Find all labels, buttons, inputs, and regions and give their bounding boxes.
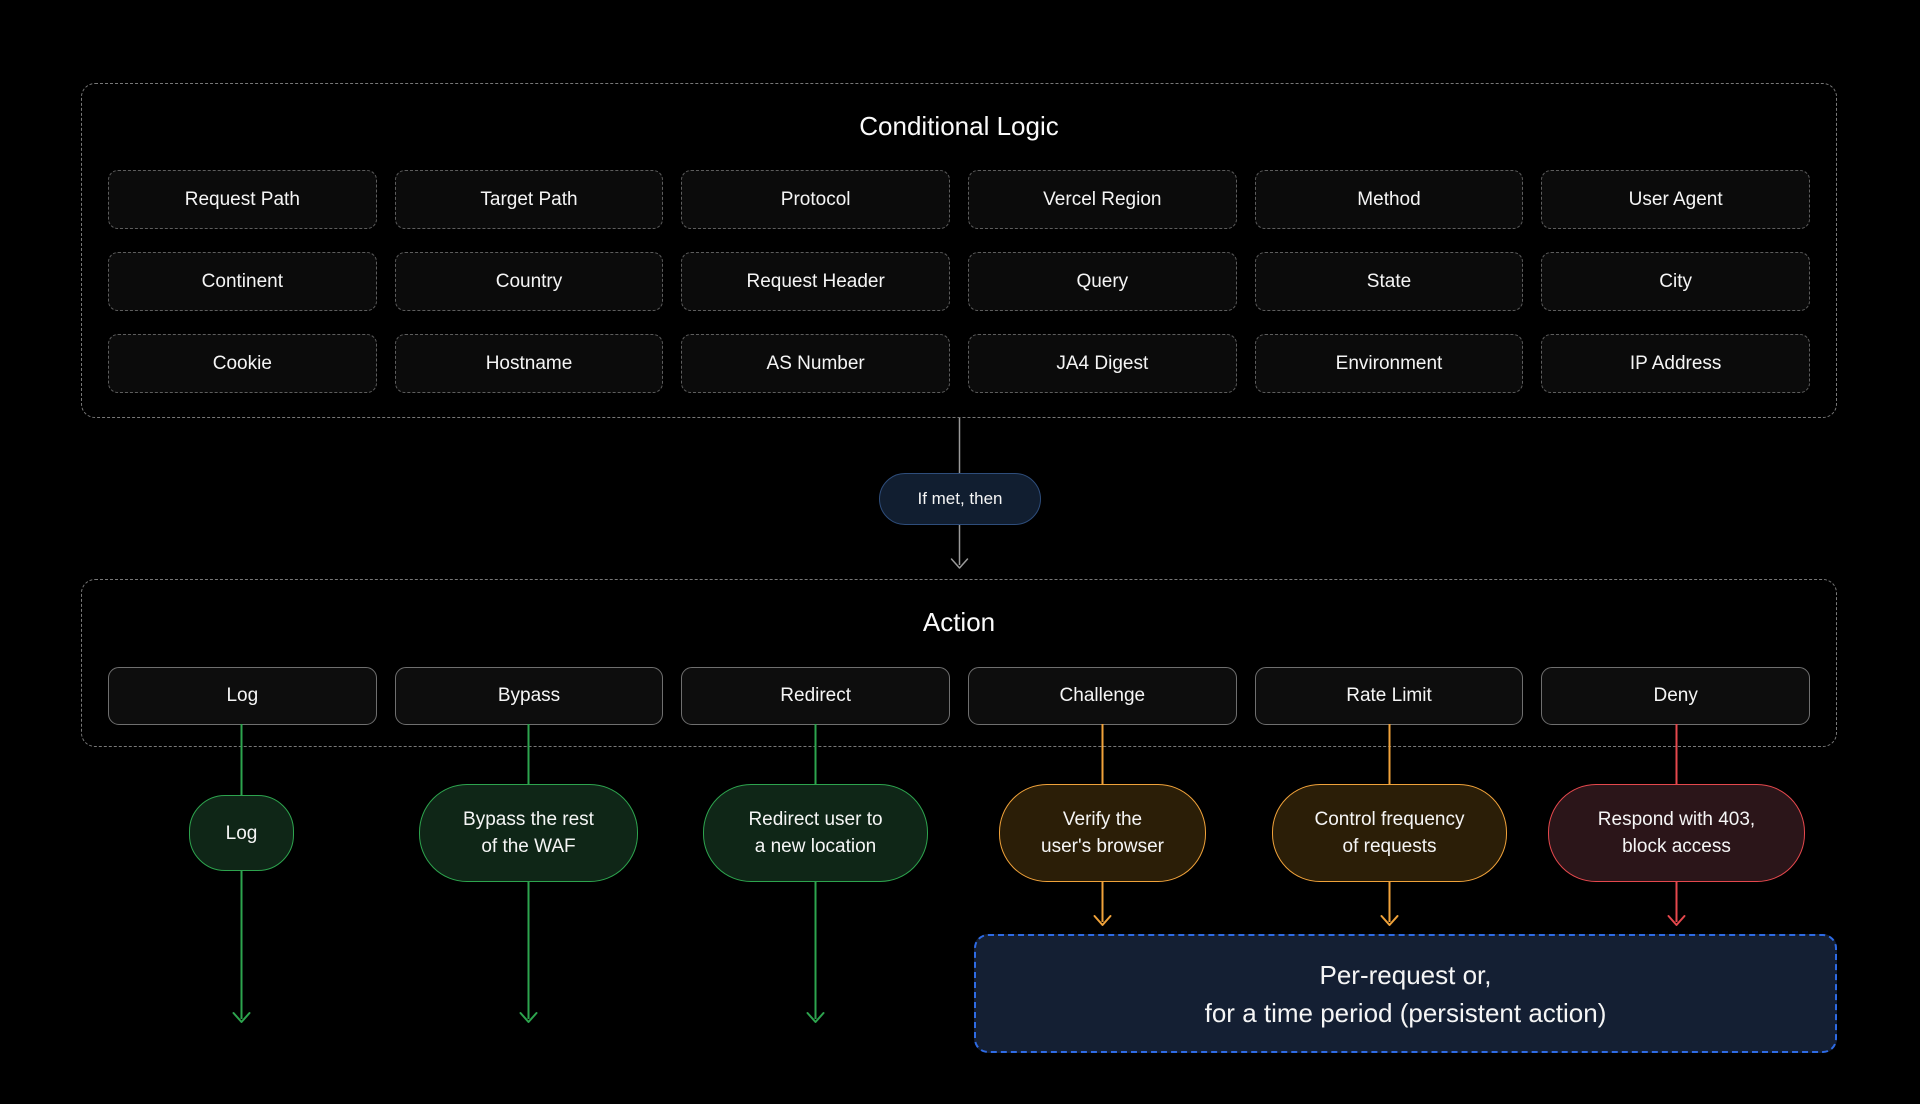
action-redirect: Redirect	[681, 667, 950, 725]
outcome-redirect-line1: Redirect user to	[748, 809, 883, 830]
condition-hostname: Hostname	[394, 334, 664, 393]
outcome-deny-line1: Respond with 403,	[1597, 809, 1756, 830]
action-challenge: Challenge	[967, 667, 1237, 725]
condition-as-number: AS Number	[681, 334, 950, 393]
condition-ja4-digest: JA4 Digest	[967, 334, 1237, 393]
condition-environment: Environment	[1254, 334, 1524, 393]
action-title: Action	[922, 607, 996, 637]
condition-country: Country	[394, 252, 664, 311]
outcome-challenge-line2: user's browser	[1041, 836, 1164, 857]
arrow-challenge-head	[1093, 915, 1112, 926]
persistence-note: Per-request or, for a time period (persi…	[974, 934, 1837, 1053]
arrow-log-head	[232, 1012, 251, 1023]
action-log: Log	[108, 667, 377, 725]
outcome-bypass-line2: of the WAF	[481, 836, 576, 857]
conditional-logic-section: Conditional Logic Request Path Target Pa…	[81, 83, 1837, 418]
outcome-challenge: Verify the user's browser	[999, 784, 1206, 882]
condition-protocol: Protocol	[681, 170, 950, 229]
outcome-deny: Respond with 403, block access	[1548, 784, 1805, 882]
outcome-deny-line2: block access	[1622, 836, 1731, 857]
persistence-note-line2: for a time period (persistent action)	[1204, 997, 1607, 1028]
arrow-bypass-head	[519, 1012, 538, 1023]
condition-state: State	[1254, 252, 1524, 311]
action-section: Action Log Bypass Redirect Challenge Rat…	[81, 579, 1837, 747]
condition-target-path: Target Path	[394, 170, 664, 229]
arrow-rate-limit-head	[1380, 915, 1399, 926]
arrow-deny-head	[1667, 915, 1686, 926]
conditional-grid: Request Path Target Path Protocol Vercel…	[108, 170, 1810, 393]
condition-cookie: Cookie	[108, 334, 377, 393]
condition-city: City	[1541, 252, 1810, 311]
condition-request-header: Request Header	[681, 252, 950, 311]
action-rate-limit: Rate Limit	[1254, 667, 1524, 725]
arrow-redirect-head	[806, 1012, 825, 1023]
condition-continent: Continent	[108, 252, 377, 311]
conditional-logic-title: Conditional Logic	[859, 111, 1059, 141]
arrow-pill-to-action-head	[950, 558, 969, 569]
outcome-challenge-line1: Verify the	[1062, 809, 1143, 830]
outcome-log-line1: Log	[225, 822, 258, 844]
if-met-then-pill: If met, then	[879, 473, 1041, 525]
condition-ip-address: IP Address	[1541, 334, 1810, 393]
outcome-log: Log	[189, 795, 294, 871]
outcome-bypass-line1: Bypass the rest	[463, 809, 594, 830]
persistence-note-line1: Per-request or,	[1319, 959, 1492, 990]
condition-request-path: Request Path	[108, 170, 377, 229]
condition-user-agent: User Agent	[1541, 170, 1810, 229]
condition-query: Query	[967, 252, 1237, 311]
outcome-rate-limit: Control frequency of requests	[1272, 784, 1507, 882]
outcome-redirect-line2: a new location	[754, 836, 877, 857]
outcome-rate-limit-line2: of requests	[1342, 836, 1437, 857]
condition-method: Method	[1254, 170, 1524, 229]
outcome-bypass: Bypass the rest of the WAF	[419, 784, 638, 882]
action-grid: Log Bypass Redirect Challenge Rate Limit…	[108, 667, 1810, 725]
outcome-redirect: Redirect user to a new location	[703, 784, 928, 882]
if-met-then-label: If met, then	[917, 489, 1003, 508]
outcome-rate-limit-line1: Control frequency	[1314, 809, 1465, 830]
action-bypass: Bypass	[394, 667, 664, 725]
condition-vercel-region: Vercel Region	[967, 170, 1237, 229]
action-deny: Deny	[1541, 667, 1810, 725]
